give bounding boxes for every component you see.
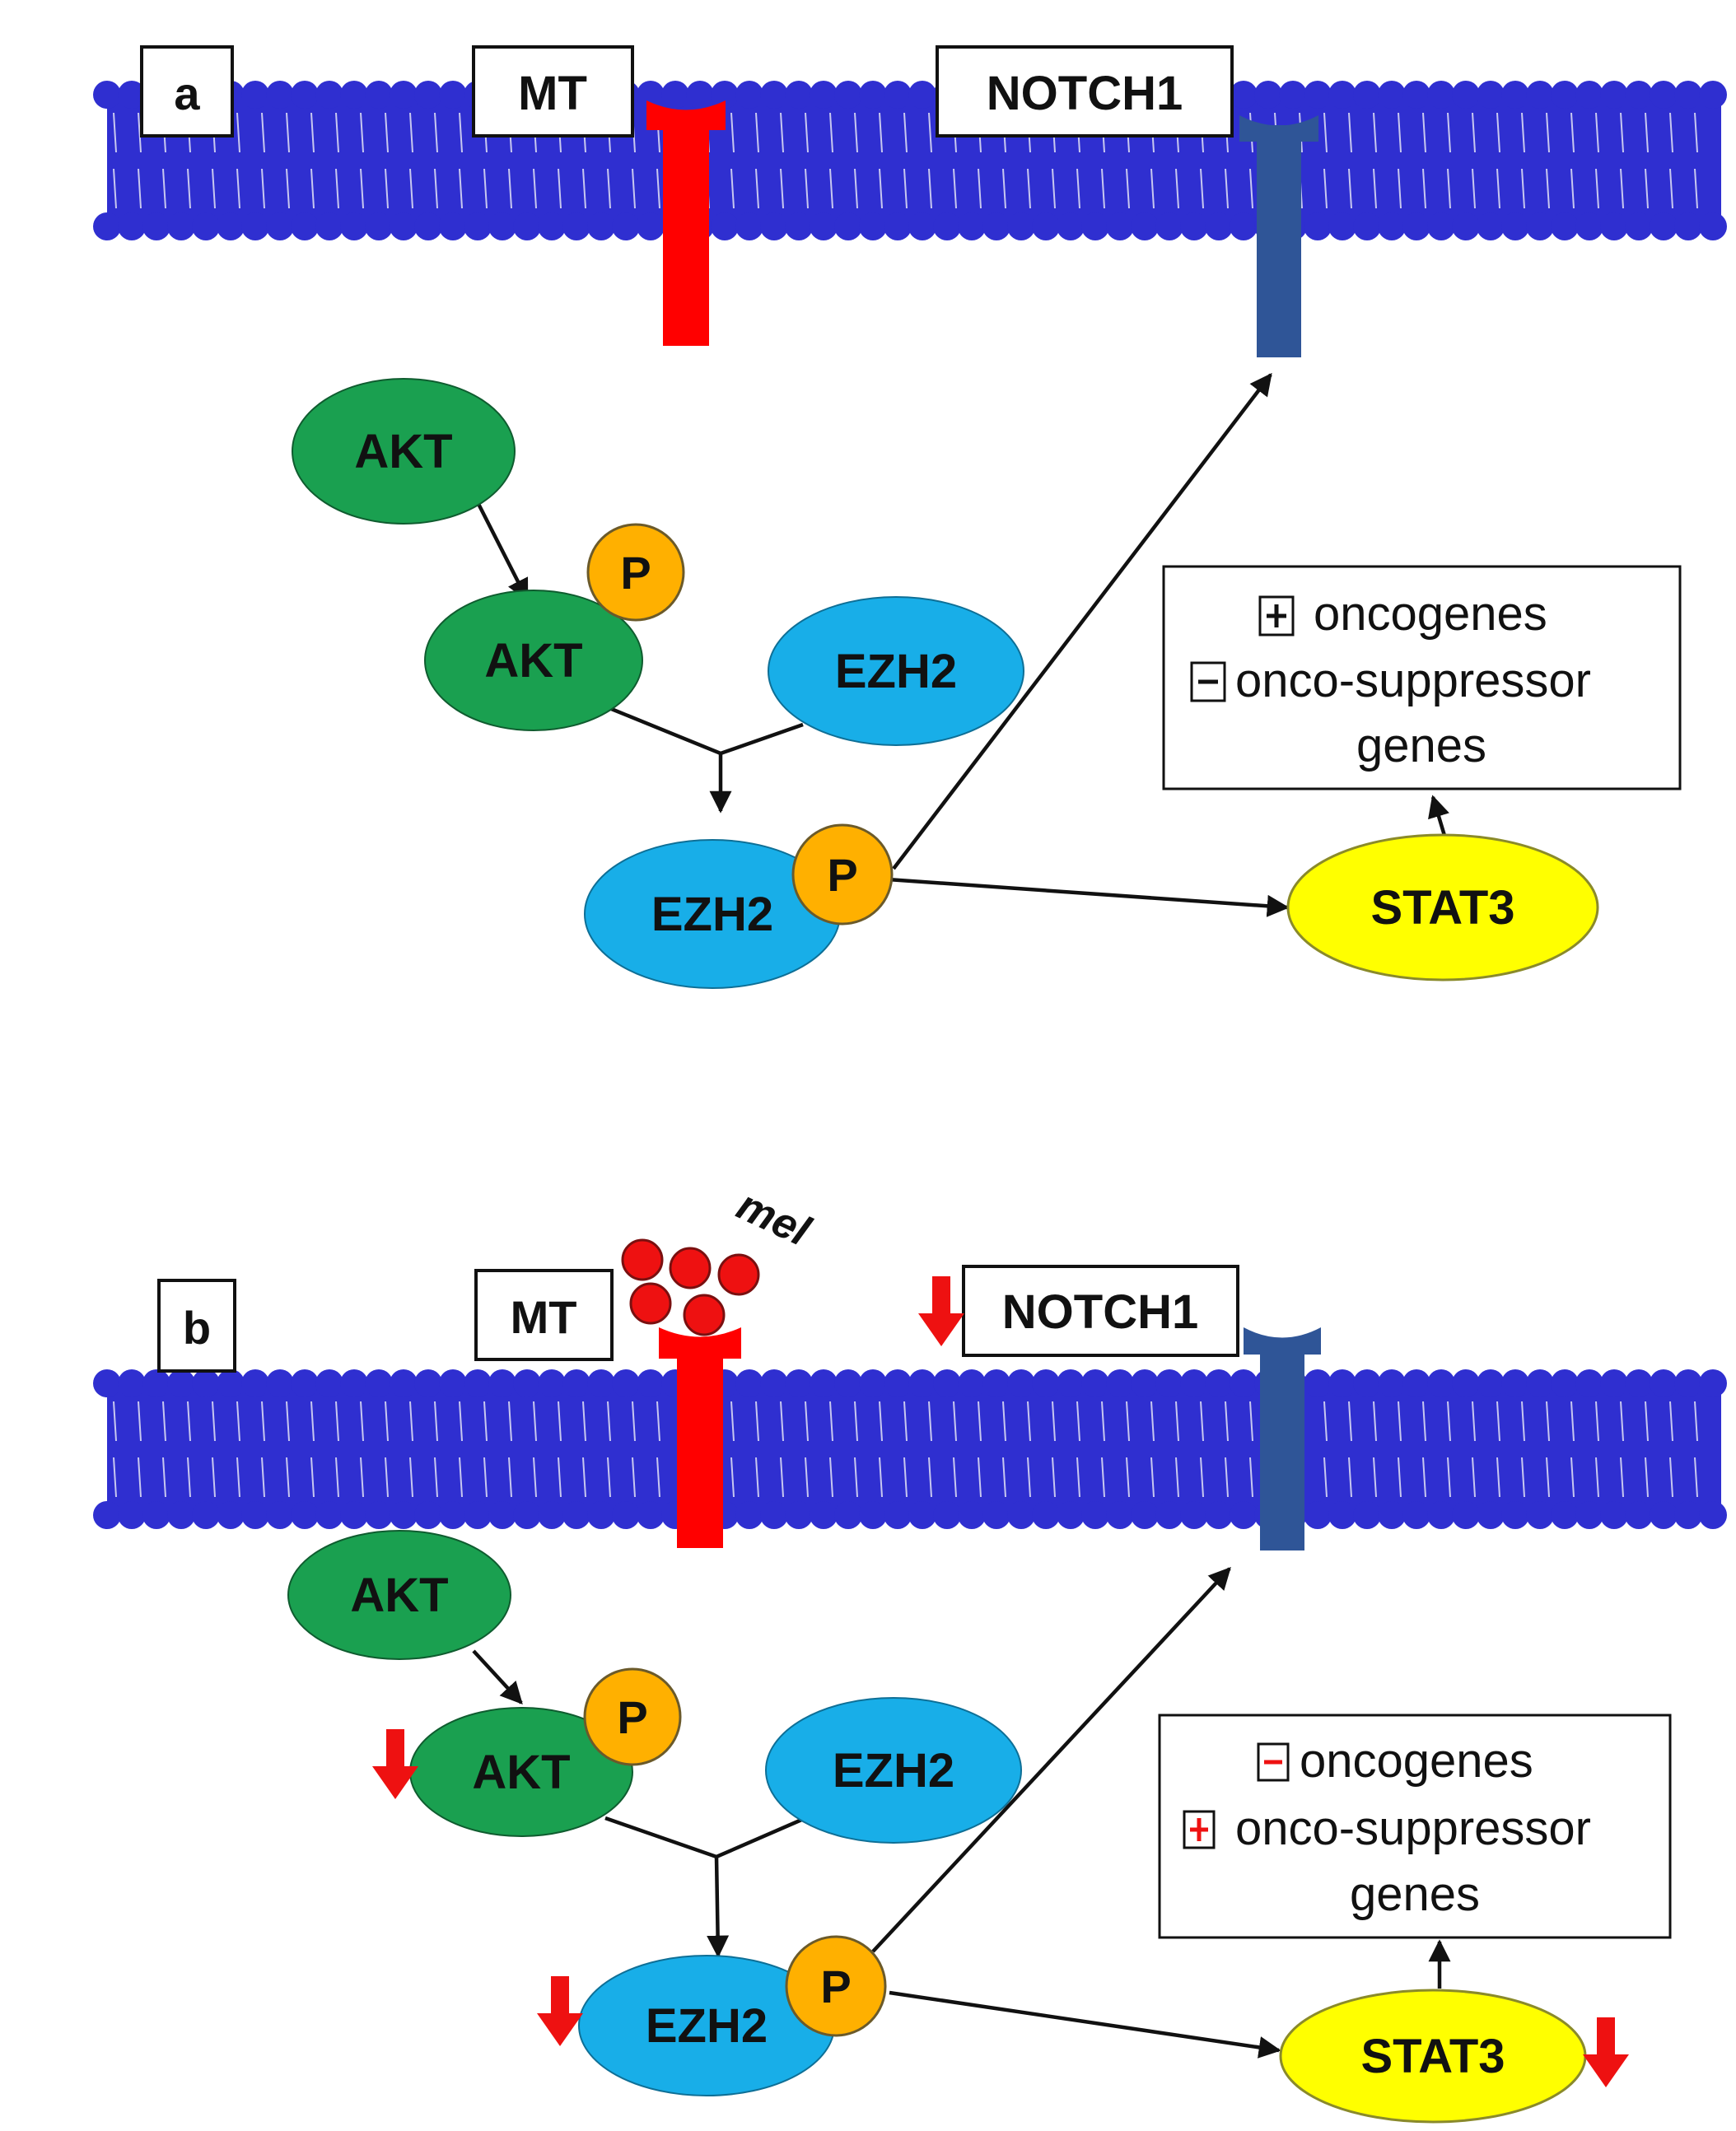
panel-b: b MT NOTCH1 mel bbox=[93, 1181, 1727, 2124]
stat3-node bbox=[1286, 833, 1599, 982]
akt-p-node-label: AKT bbox=[484, 634, 582, 688]
mt-label: MT bbox=[518, 67, 587, 120]
mt-receptor bbox=[646, 100, 726, 346]
stat3-node-label: STAT3 bbox=[1370, 881, 1514, 935]
notch1-label: NOTCH1 bbox=[987, 67, 1183, 120]
phospho-badge-akt-label: P bbox=[617, 1691, 647, 1743]
melatonin-label: mel bbox=[730, 1181, 818, 1256]
effect-line-1: oncogenes bbox=[1314, 587, 1547, 641]
phospho-badge-akt bbox=[583, 1667, 682, 1766]
melatonin-molecules bbox=[621, 1238, 760, 1336]
plus-sign-icon bbox=[1183, 1810, 1216, 1849]
decrease-arrow-icon bbox=[372, 1729, 418, 1799]
panel-a: a MT NOTCH1 AKT AKT P bbox=[93, 45, 1727, 989]
notch1-label-box bbox=[936, 45, 1234, 138]
ezh2-node bbox=[765, 1697, 1022, 1844]
panel-label-box bbox=[140, 45, 234, 138]
effect-line-2: onco-suppressor bbox=[1235, 1802, 1591, 1855]
ezh2-p-node-label: EZH2 bbox=[651, 888, 773, 941]
arrow-akt-to-pakt bbox=[472, 1649, 523, 1704]
arrow-join-to-pezh2 bbox=[609, 706, 804, 756]
ezh2-node-label: EZH2 bbox=[833, 1744, 954, 1798]
akt-node bbox=[287, 1530, 511, 1660]
notch1-label-box bbox=[962, 1265, 1239, 1357]
ezh2-node-label: EZH2 bbox=[835, 645, 957, 698]
akt-p-node bbox=[424, 590, 643, 731]
decrease-arrow-icon bbox=[537, 1976, 583, 2046]
phospho-badge-akt bbox=[586, 523, 685, 622]
akt-node-label: AKT bbox=[350, 1569, 448, 1622]
effect-line-1: oncogenes bbox=[1300, 1734, 1533, 1788]
cell-membrane bbox=[93, 1369, 1727, 1529]
notch1-receptor bbox=[1244, 1327, 1321, 1550]
arrow-pezh2-to-notch1 bbox=[892, 372, 1272, 870]
arrow-join-to-pezh2 bbox=[604, 1816, 806, 1859]
arrow-join-down bbox=[707, 1856, 730, 1958]
mt-label-box bbox=[474, 1269, 614, 1361]
mt-label-box bbox=[472, 45, 634, 138]
plus-sign-icon bbox=[1258, 595, 1295, 637]
phospho-badge-akt-label: P bbox=[620, 547, 651, 599]
akt-node-label: AKT bbox=[354, 425, 452, 478]
decrease-arrow-icon bbox=[1583, 2017, 1629, 2087]
decrease-arrow-icon bbox=[918, 1276, 964, 1346]
minus-sign-icon bbox=[1190, 661, 1226, 702]
gene-effect-box bbox=[1158, 1714, 1672, 1939]
akt-p-node-label: AKT bbox=[472, 1746, 570, 1799]
ezh2-p-node-label: EZH2 bbox=[646, 1999, 768, 2053]
panel-label-box bbox=[157, 1279, 236, 1373]
panel-label: a bbox=[174, 68, 200, 119]
arrow-pezh2-to-stat3 bbox=[889, 1990, 1281, 2059]
phospho-badge-ezh2 bbox=[791, 823, 894, 926]
gene-effect-box bbox=[1162, 565, 1682, 790]
arrow-stat3-to-effect bbox=[1428, 795, 1449, 839]
arrow-akt-to-pakt bbox=[475, 501, 530, 602]
effect-line-3: genes bbox=[1350, 1868, 1480, 1921]
minus-sign-icon bbox=[1257, 1742, 1290, 1782]
notch1-receptor bbox=[1239, 115, 1318, 357]
panel-label: b bbox=[183, 1302, 211, 1354]
effect-line-3: genes bbox=[1356, 719, 1486, 772]
mt-label: MT bbox=[511, 1291, 577, 1343]
phospho-badge-ezh2 bbox=[785, 1935, 887, 2037]
akt-node bbox=[292, 378, 516, 525]
effect-line-2: onco-suppressor bbox=[1235, 654, 1591, 707]
mt-receptor bbox=[659, 1327, 741, 1548]
arrow-pezh2-to-notch1 bbox=[871, 1567, 1231, 1953]
phospho-badge-ezh2-label: P bbox=[820, 1961, 851, 2012]
ezh2-node bbox=[768, 596, 1024, 746]
cell-membrane bbox=[93, 81, 1727, 240]
arrow-pezh2-to-stat3 bbox=[887, 877, 1290, 917]
stat3-node-label: STAT3 bbox=[1360, 2030, 1505, 2083]
phospho-badge-ezh2-label: P bbox=[827, 849, 857, 901]
notch1-label: NOTCH1 bbox=[1002, 1285, 1198, 1339]
